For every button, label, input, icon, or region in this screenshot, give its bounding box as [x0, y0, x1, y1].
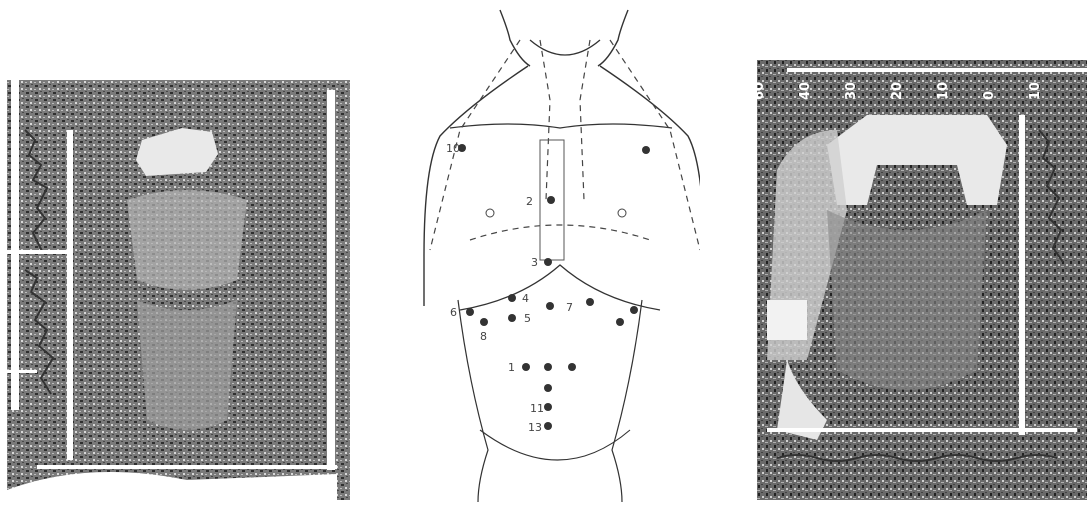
thermo-chest-region	[127, 190, 247, 290]
meridian-dash-center-right	[580, 40, 590, 200]
acupoint-label: 11	[530, 402, 544, 415]
scale-bar-right	[327, 90, 335, 470]
scale-tick-strip-2	[7, 370, 37, 373]
thermogram-left-panel	[7, 70, 350, 500]
chest-dash-curve	[470, 225, 650, 240]
acupoint-label: 5	[524, 312, 531, 325]
acupoint-label: 3	[531, 256, 538, 269]
acupoint-label: 4	[522, 292, 529, 305]
scale-label: 20	[890, 82, 905, 100]
acupoint-dot	[568, 363, 576, 371]
acupoint-dot	[466, 308, 474, 316]
thermogram-right-image: 60 40 30 20 10 0 10	[757, 60, 1087, 500]
neck-right-outline	[598, 10, 628, 66]
bottom-ruler	[767, 428, 1077, 432]
acupoint-dot	[586, 298, 594, 306]
thermo-abdomen-region	[827, 210, 987, 390]
thermo-abdomen-region	[137, 300, 237, 430]
acupoint-dot	[546, 302, 554, 310]
acupoint-dot	[544, 422, 552, 430]
left-shoulder-arm-outline	[424, 66, 528, 306]
meridian-dash-left	[430, 40, 520, 250]
nipple-right	[618, 209, 626, 217]
rib-margin	[460, 265, 660, 310]
neck-left-outline	[500, 10, 530, 66]
right-shoulder-arm-outline	[600, 66, 700, 306]
acupoint-dot	[544, 403, 552, 411]
acupoint-dot	[544, 384, 552, 392]
scale-label: 10	[1028, 82, 1043, 100]
top-ruler	[787, 68, 1087, 72]
scale-label: 30	[844, 82, 859, 100]
acupoint-dot	[616, 318, 624, 326]
torso-right-outline	[612, 300, 642, 502]
scale-bar-bottom	[37, 465, 337, 469]
acupoint-dot	[508, 294, 516, 302]
acupoint-label: 10	[446, 142, 460, 155]
scale-bar-right-inner	[1019, 115, 1025, 435]
acupoint-label: 13	[528, 421, 542, 434]
meridian-dash-right	[610, 40, 700, 250]
scale-tick-strip	[7, 250, 69, 254]
acupoint-label: 6	[450, 306, 457, 319]
scale-label: 40	[798, 82, 813, 100]
clavicle-line	[450, 124, 672, 128]
acupoint-dot	[642, 146, 650, 154]
acupoint-label: 2	[526, 195, 533, 208]
acupoint-label: 8	[480, 330, 487, 343]
thermogram-left-image	[7, 70, 350, 500]
pelvis-curve	[480, 430, 630, 460]
scale-label: 60	[757, 82, 767, 100]
scale-label: 0	[982, 91, 997, 100]
acupoint-label: 1	[508, 361, 515, 374]
acupoint-dot	[544, 363, 552, 371]
meridian-dash-center-left	[540, 40, 550, 200]
acupoint-diagram-panel: 10 2 3 4 7 5 6 8 1 11 13	[400, 0, 700, 502]
acupoint-dot	[522, 363, 530, 371]
acupoint-dot	[480, 318, 488, 326]
scale-label: 10	[936, 82, 951, 100]
acupoint-dot	[630, 306, 638, 314]
nipple-left	[486, 209, 494, 217]
acupoint-dot	[547, 196, 555, 204]
acupoint-dot	[508, 314, 516, 322]
acupoint-dot	[544, 258, 552, 266]
thermo-hand-region	[767, 300, 807, 340]
scale-bar-left	[11, 80, 19, 410]
acupoint-diagram-svg: 10 2 3 4 7 5 6 8 1 11 13	[400, 0, 700, 502]
thermogram-right-panel: 60 40 30 20 10 0 10	[757, 60, 1087, 500]
scale-bar-inner	[67, 130, 73, 460]
acupoint-label: 7	[566, 301, 573, 314]
